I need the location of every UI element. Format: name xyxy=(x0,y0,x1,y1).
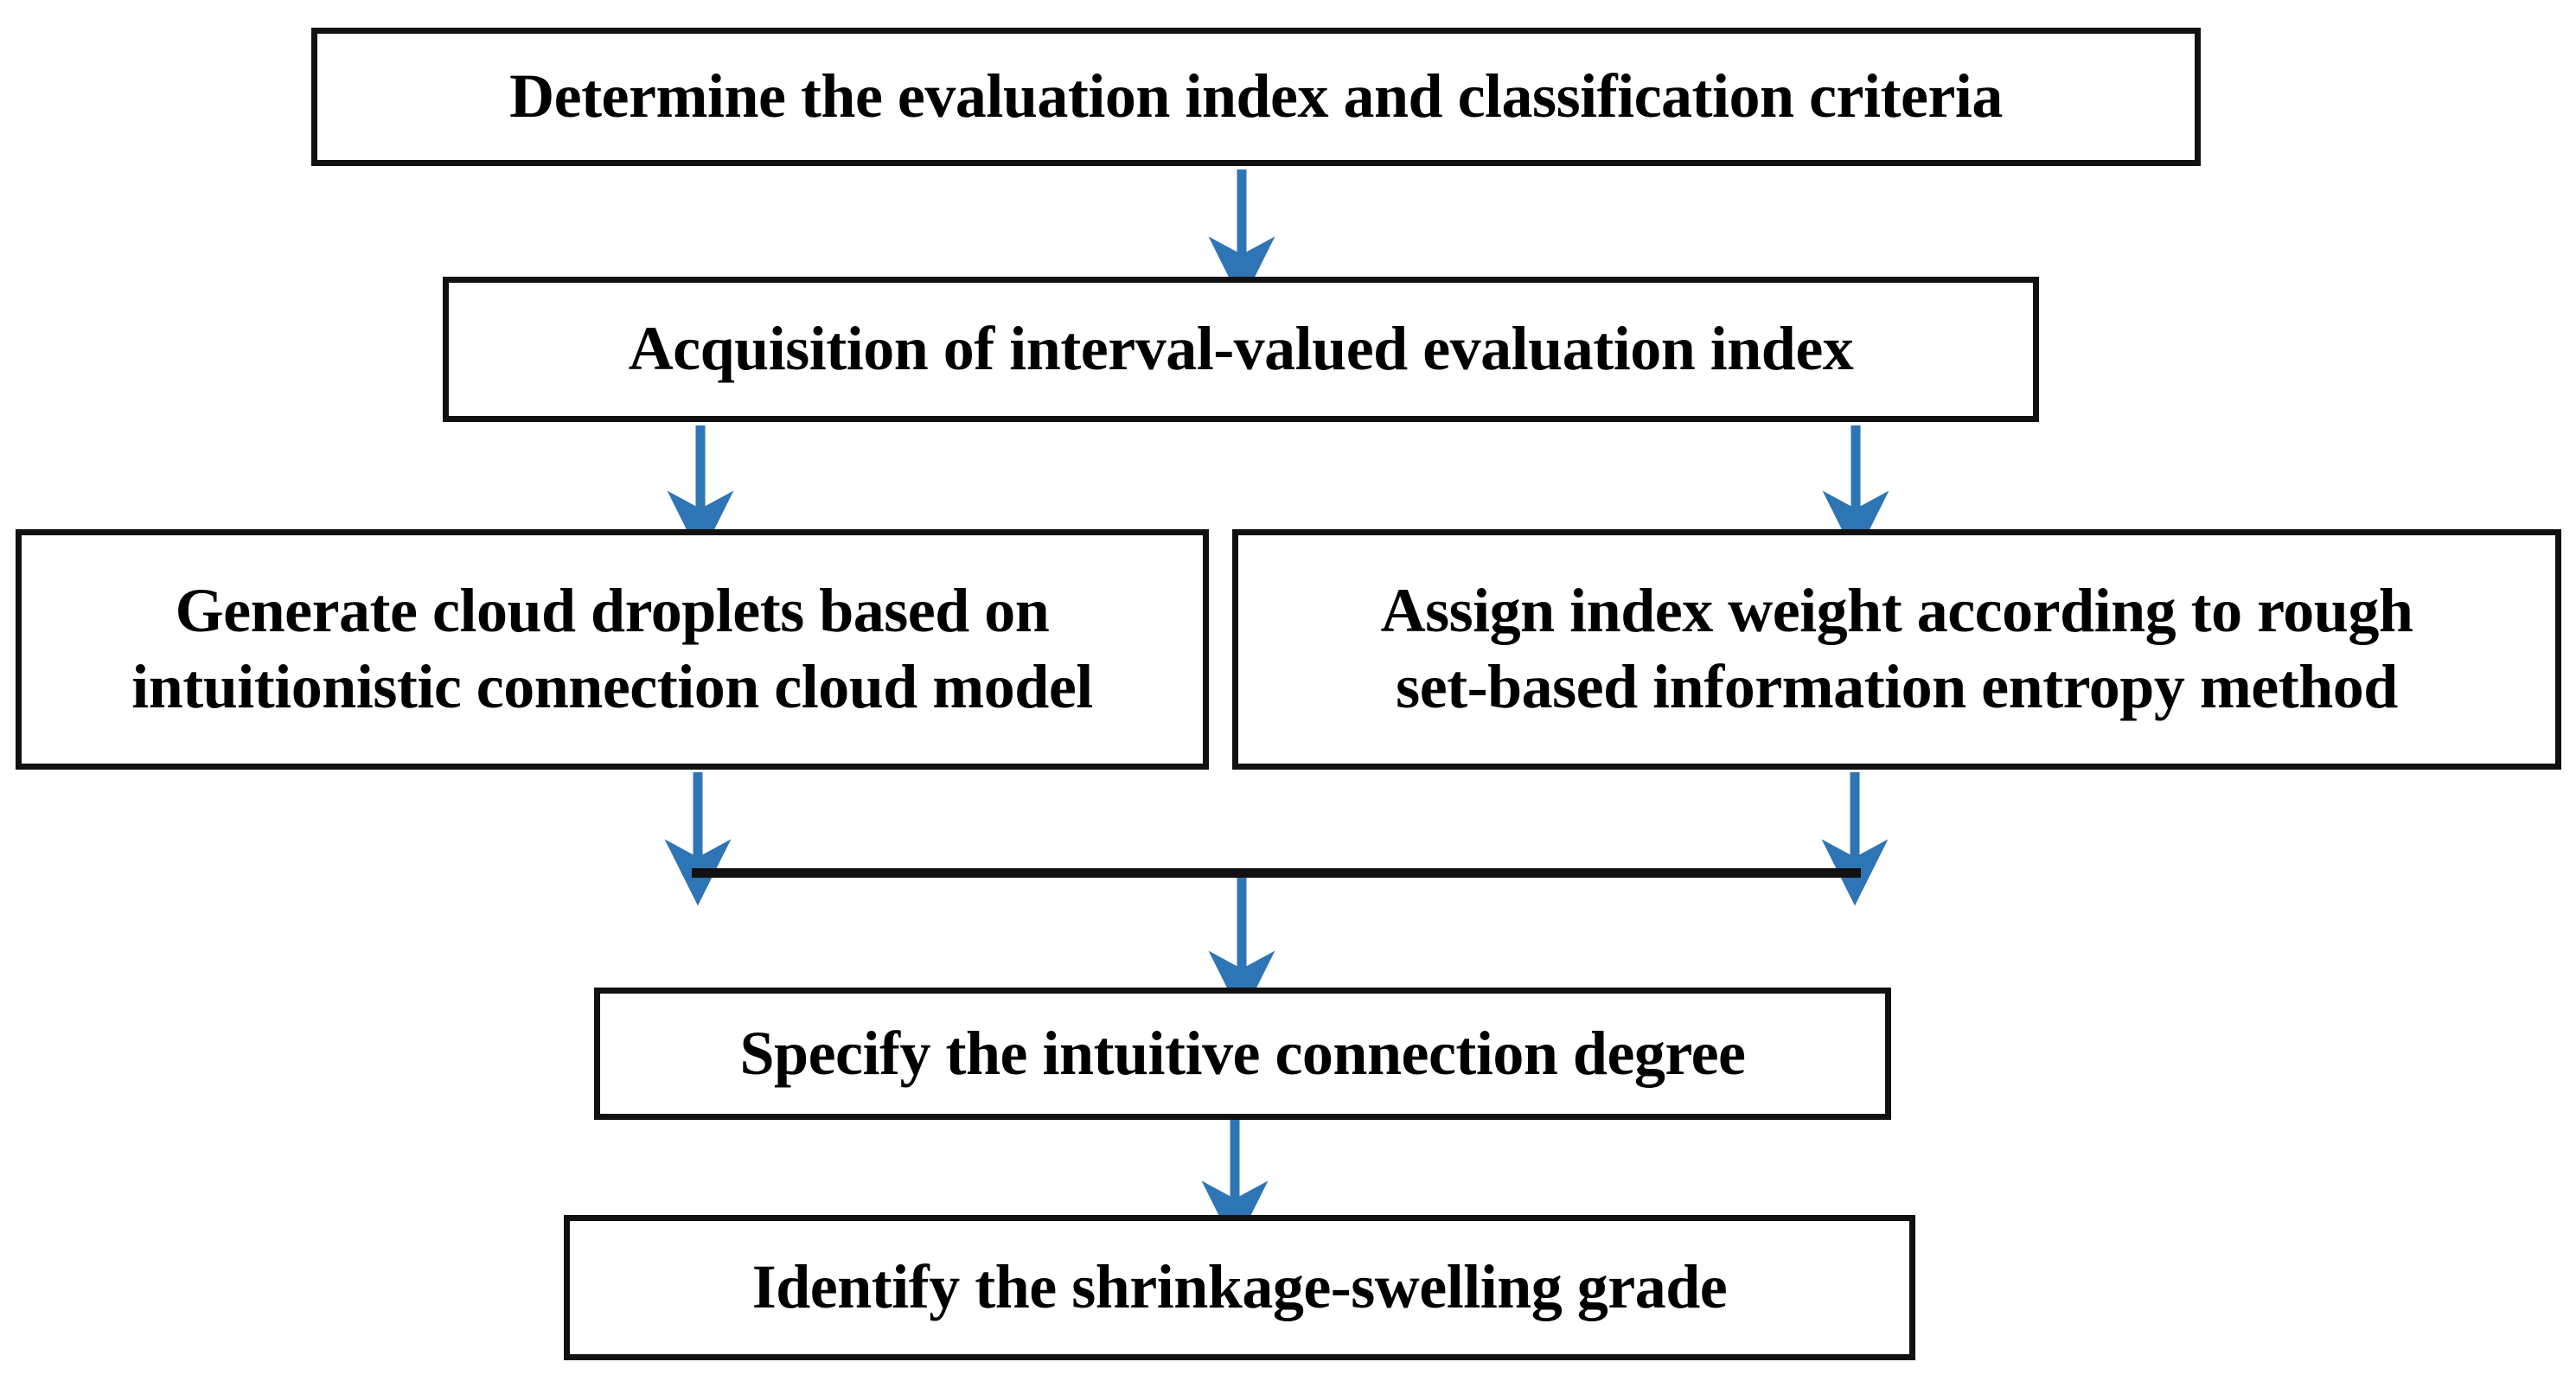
node-grade-label: Identify the shrinkage-swelling grade xyxy=(751,1252,1728,1322)
node-identify-shrinkage-swelling-grade[interactable]: Identify the shrinkage-swelling grade xyxy=(564,1215,1915,1360)
node-cloud-label: Generate cloud droplets based on intuiti… xyxy=(131,576,1093,721)
node-determine-evaluation-index[interactable]: Determine the evaluation index and class… xyxy=(311,28,2201,166)
node-determine-label: Determine the evaluation index and class… xyxy=(509,61,2003,131)
node-weight-label: Assign index weight according to rough s… xyxy=(1380,576,2413,721)
node-generate-cloud-droplets[interactable]: Generate cloud droplets based on intuiti… xyxy=(16,529,1209,770)
node-degree-label: Specify the intuitive connection degree xyxy=(739,1018,1746,1088)
merge-bar xyxy=(692,868,1861,878)
node-acquisition-label: Acquisition of interval-valued evaluatio… xyxy=(628,314,1854,384)
node-assign-index-weight[interactable]: Assign index weight according to rough s… xyxy=(1232,529,2561,770)
node-acquisition-interval-valued-index[interactable]: Acquisition of interval-valued evaluatio… xyxy=(443,277,2039,422)
node-specify-connection-degree[interactable]: Specify the intuitive connection degree xyxy=(594,988,1891,1120)
